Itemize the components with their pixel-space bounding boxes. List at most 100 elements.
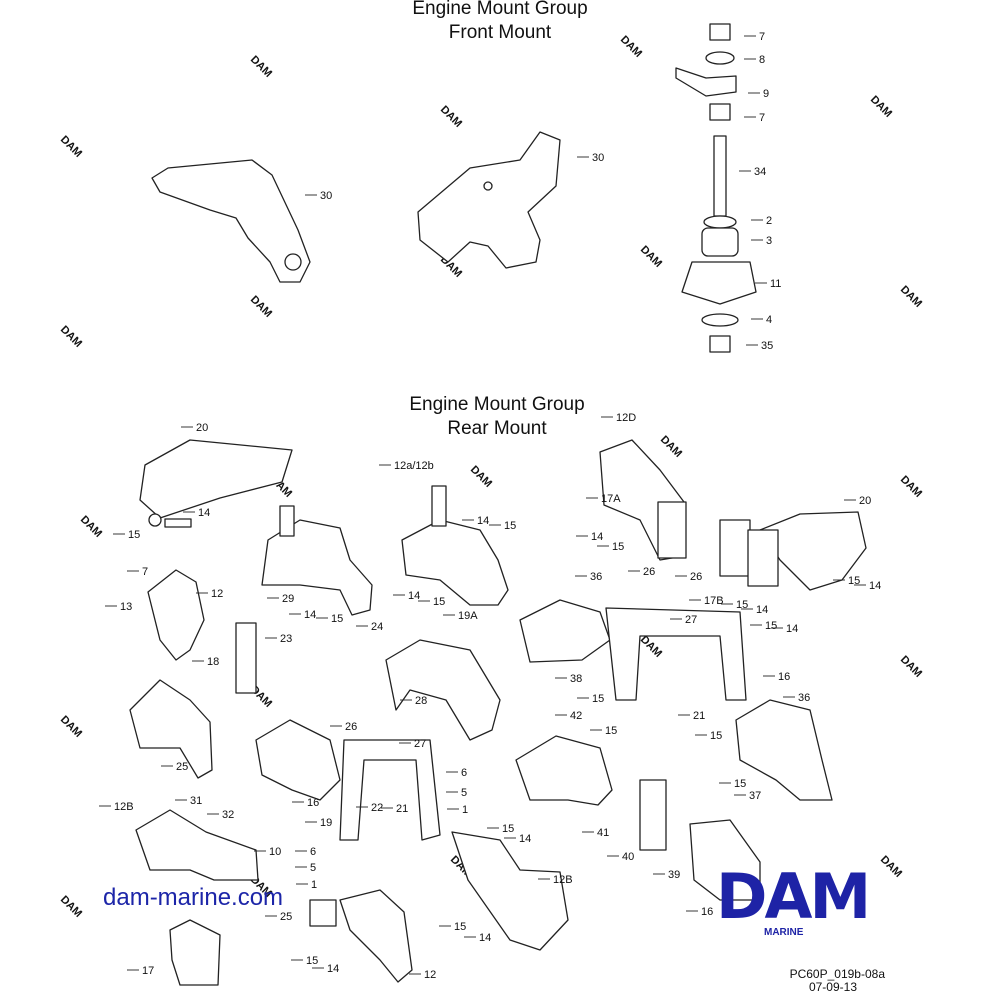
callout-label: 41 xyxy=(597,827,609,839)
part-drawing xyxy=(701,313,739,327)
part-drawing xyxy=(709,103,731,121)
callout-label: 9 xyxy=(763,88,769,100)
part-drawing xyxy=(657,501,687,559)
callout-label: 15 xyxy=(433,596,445,608)
part-drawing xyxy=(681,261,757,305)
callout-label: 15 xyxy=(736,599,748,611)
callout-label: 38 xyxy=(570,673,582,685)
callout-label: 32 xyxy=(222,809,234,821)
callout-label: 16 xyxy=(307,797,319,809)
callout-label: 7 xyxy=(142,566,148,578)
callout-label: 21 xyxy=(693,710,705,722)
watermark-mark: DAM xyxy=(898,654,924,680)
callout-label: 14 xyxy=(869,580,881,592)
callout-label: 24 xyxy=(371,621,383,633)
part-drawing xyxy=(735,699,833,801)
callout-label: 14 xyxy=(591,531,603,543)
callout-label: 23 xyxy=(280,633,292,645)
part-drawing xyxy=(605,607,747,701)
part-drawing xyxy=(339,889,413,983)
reference-block: PC60P_019b-08a 07-09-13 xyxy=(740,968,885,994)
watermark-mark: DAM xyxy=(638,244,664,270)
part-drawing xyxy=(261,519,373,616)
part-drawing xyxy=(129,679,213,779)
callout-label: 22 xyxy=(371,802,383,814)
callout-label: 1 xyxy=(462,804,468,816)
callout-label: 15 xyxy=(504,520,516,532)
part-drawing xyxy=(164,518,192,528)
part-drawing xyxy=(169,919,221,986)
part-drawing xyxy=(705,51,735,65)
callout-label: 14 xyxy=(756,604,768,616)
callout-label: 31 xyxy=(190,795,202,807)
part-drawing xyxy=(675,67,737,97)
part-drawing xyxy=(148,513,162,527)
watermark-mark: DAM xyxy=(438,104,464,130)
rear-title-line2: Rear Mount xyxy=(447,418,547,439)
callout-label: 12D xyxy=(616,412,636,424)
callout-label: 11 xyxy=(770,278,781,290)
part-drawing xyxy=(747,529,779,587)
callout-label: 15 xyxy=(331,613,343,625)
callout-label: 19 xyxy=(320,817,332,829)
callout-label: 10 xyxy=(269,846,281,858)
callout-label: 16 xyxy=(701,906,713,918)
part-drawing xyxy=(147,569,205,661)
leader-lines xyxy=(99,35,866,975)
callout-label: 15 xyxy=(454,921,466,933)
callout-label: 15 xyxy=(605,725,617,737)
callout-label: 26 xyxy=(690,571,702,583)
part-drawing xyxy=(483,181,493,191)
watermark-mark: DAM xyxy=(658,434,684,460)
part-drawing xyxy=(339,739,441,841)
callout-label: 15 xyxy=(612,541,624,553)
watermark-mark: DAM xyxy=(868,94,894,120)
reference-date: 07-09-13 xyxy=(808,980,857,994)
watermark-mark: DAM xyxy=(58,134,84,160)
callout-label: 21 xyxy=(396,803,408,815)
reference-code: PC60P_019b-08a xyxy=(789,967,885,981)
website-link[interactable]: dam-marine.com xyxy=(103,884,284,911)
callout-label: 27 xyxy=(685,614,697,626)
part-drawing xyxy=(519,599,611,663)
part-drawing xyxy=(135,809,259,881)
callout-label: 8 xyxy=(759,54,765,66)
callout-label: 15 xyxy=(306,955,318,967)
part-drawing xyxy=(139,439,293,519)
callout-label: 30 xyxy=(592,152,604,164)
watermark-mark: DAM xyxy=(58,324,84,350)
callout-label: 18 xyxy=(207,656,219,668)
watermark-mark: DAM xyxy=(58,714,84,740)
part-drawing xyxy=(709,335,731,353)
callout-label: 14 xyxy=(327,963,339,975)
watermark-mark: DAM xyxy=(898,474,924,500)
part-drawing xyxy=(279,505,295,537)
callout-label: 42 xyxy=(570,710,582,722)
callout-label: 14 xyxy=(198,507,210,519)
watermark-mark: DAM xyxy=(468,464,494,490)
callout-label: 15 xyxy=(710,730,722,742)
callout-label: 15 xyxy=(848,575,860,587)
callout-label: 14 xyxy=(786,623,798,635)
part-drawing xyxy=(309,899,337,927)
callout-label: 6 xyxy=(310,846,316,858)
part-drawing xyxy=(255,719,341,801)
callout-label: 26 xyxy=(345,721,357,733)
callout-label: 5 xyxy=(310,862,316,874)
callout-label: 25 xyxy=(176,761,188,773)
rear-mount-title: Engine Mount Group Rear Mount xyxy=(347,393,647,441)
callout-label: 17 xyxy=(142,965,154,977)
callout-label: 15 xyxy=(502,823,514,835)
part-drawing xyxy=(451,831,569,951)
callout-label: 20 xyxy=(196,422,208,434)
callout-label: 17B xyxy=(704,595,724,607)
callout-label: 2 xyxy=(766,215,772,227)
callout-label: 27 xyxy=(414,738,426,750)
logo-sub-text: MARINE xyxy=(764,927,804,938)
callout-label: 36 xyxy=(798,692,810,704)
callout-label: 6 xyxy=(461,767,467,779)
callout-label: 15 xyxy=(128,529,140,541)
callout-label: 26 xyxy=(643,566,655,578)
